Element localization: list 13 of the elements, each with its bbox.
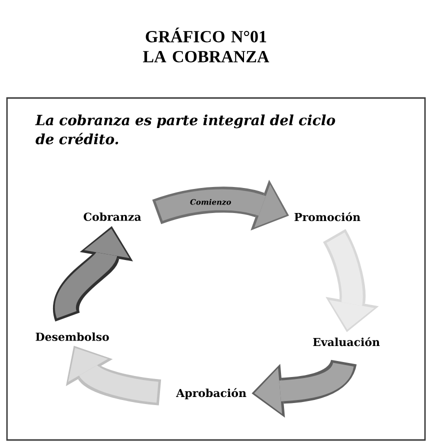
curved-arrow (152, 180, 289, 230)
step-label: Evaluación (313, 337, 380, 346)
curved-arrow (322, 229, 379, 332)
frame-box (6, 97, 426, 441)
step-label: Aprobación (176, 388, 246, 400)
heading-text: La cobranza es parte integral del ciclo de crédito. (35, 114, 336, 144)
step-label: Promoción (294, 212, 360, 222)
curved-arrow (252, 358, 356, 418)
curved-arrow (66, 346, 162, 406)
step-label: Cobranza (84, 212, 142, 221)
title-text: GRÁFICO N°01 LA COBRANZA (143, 28, 270, 62)
curved-arrow (53, 226, 133, 320)
step-label: Desembolso (36, 332, 109, 341)
